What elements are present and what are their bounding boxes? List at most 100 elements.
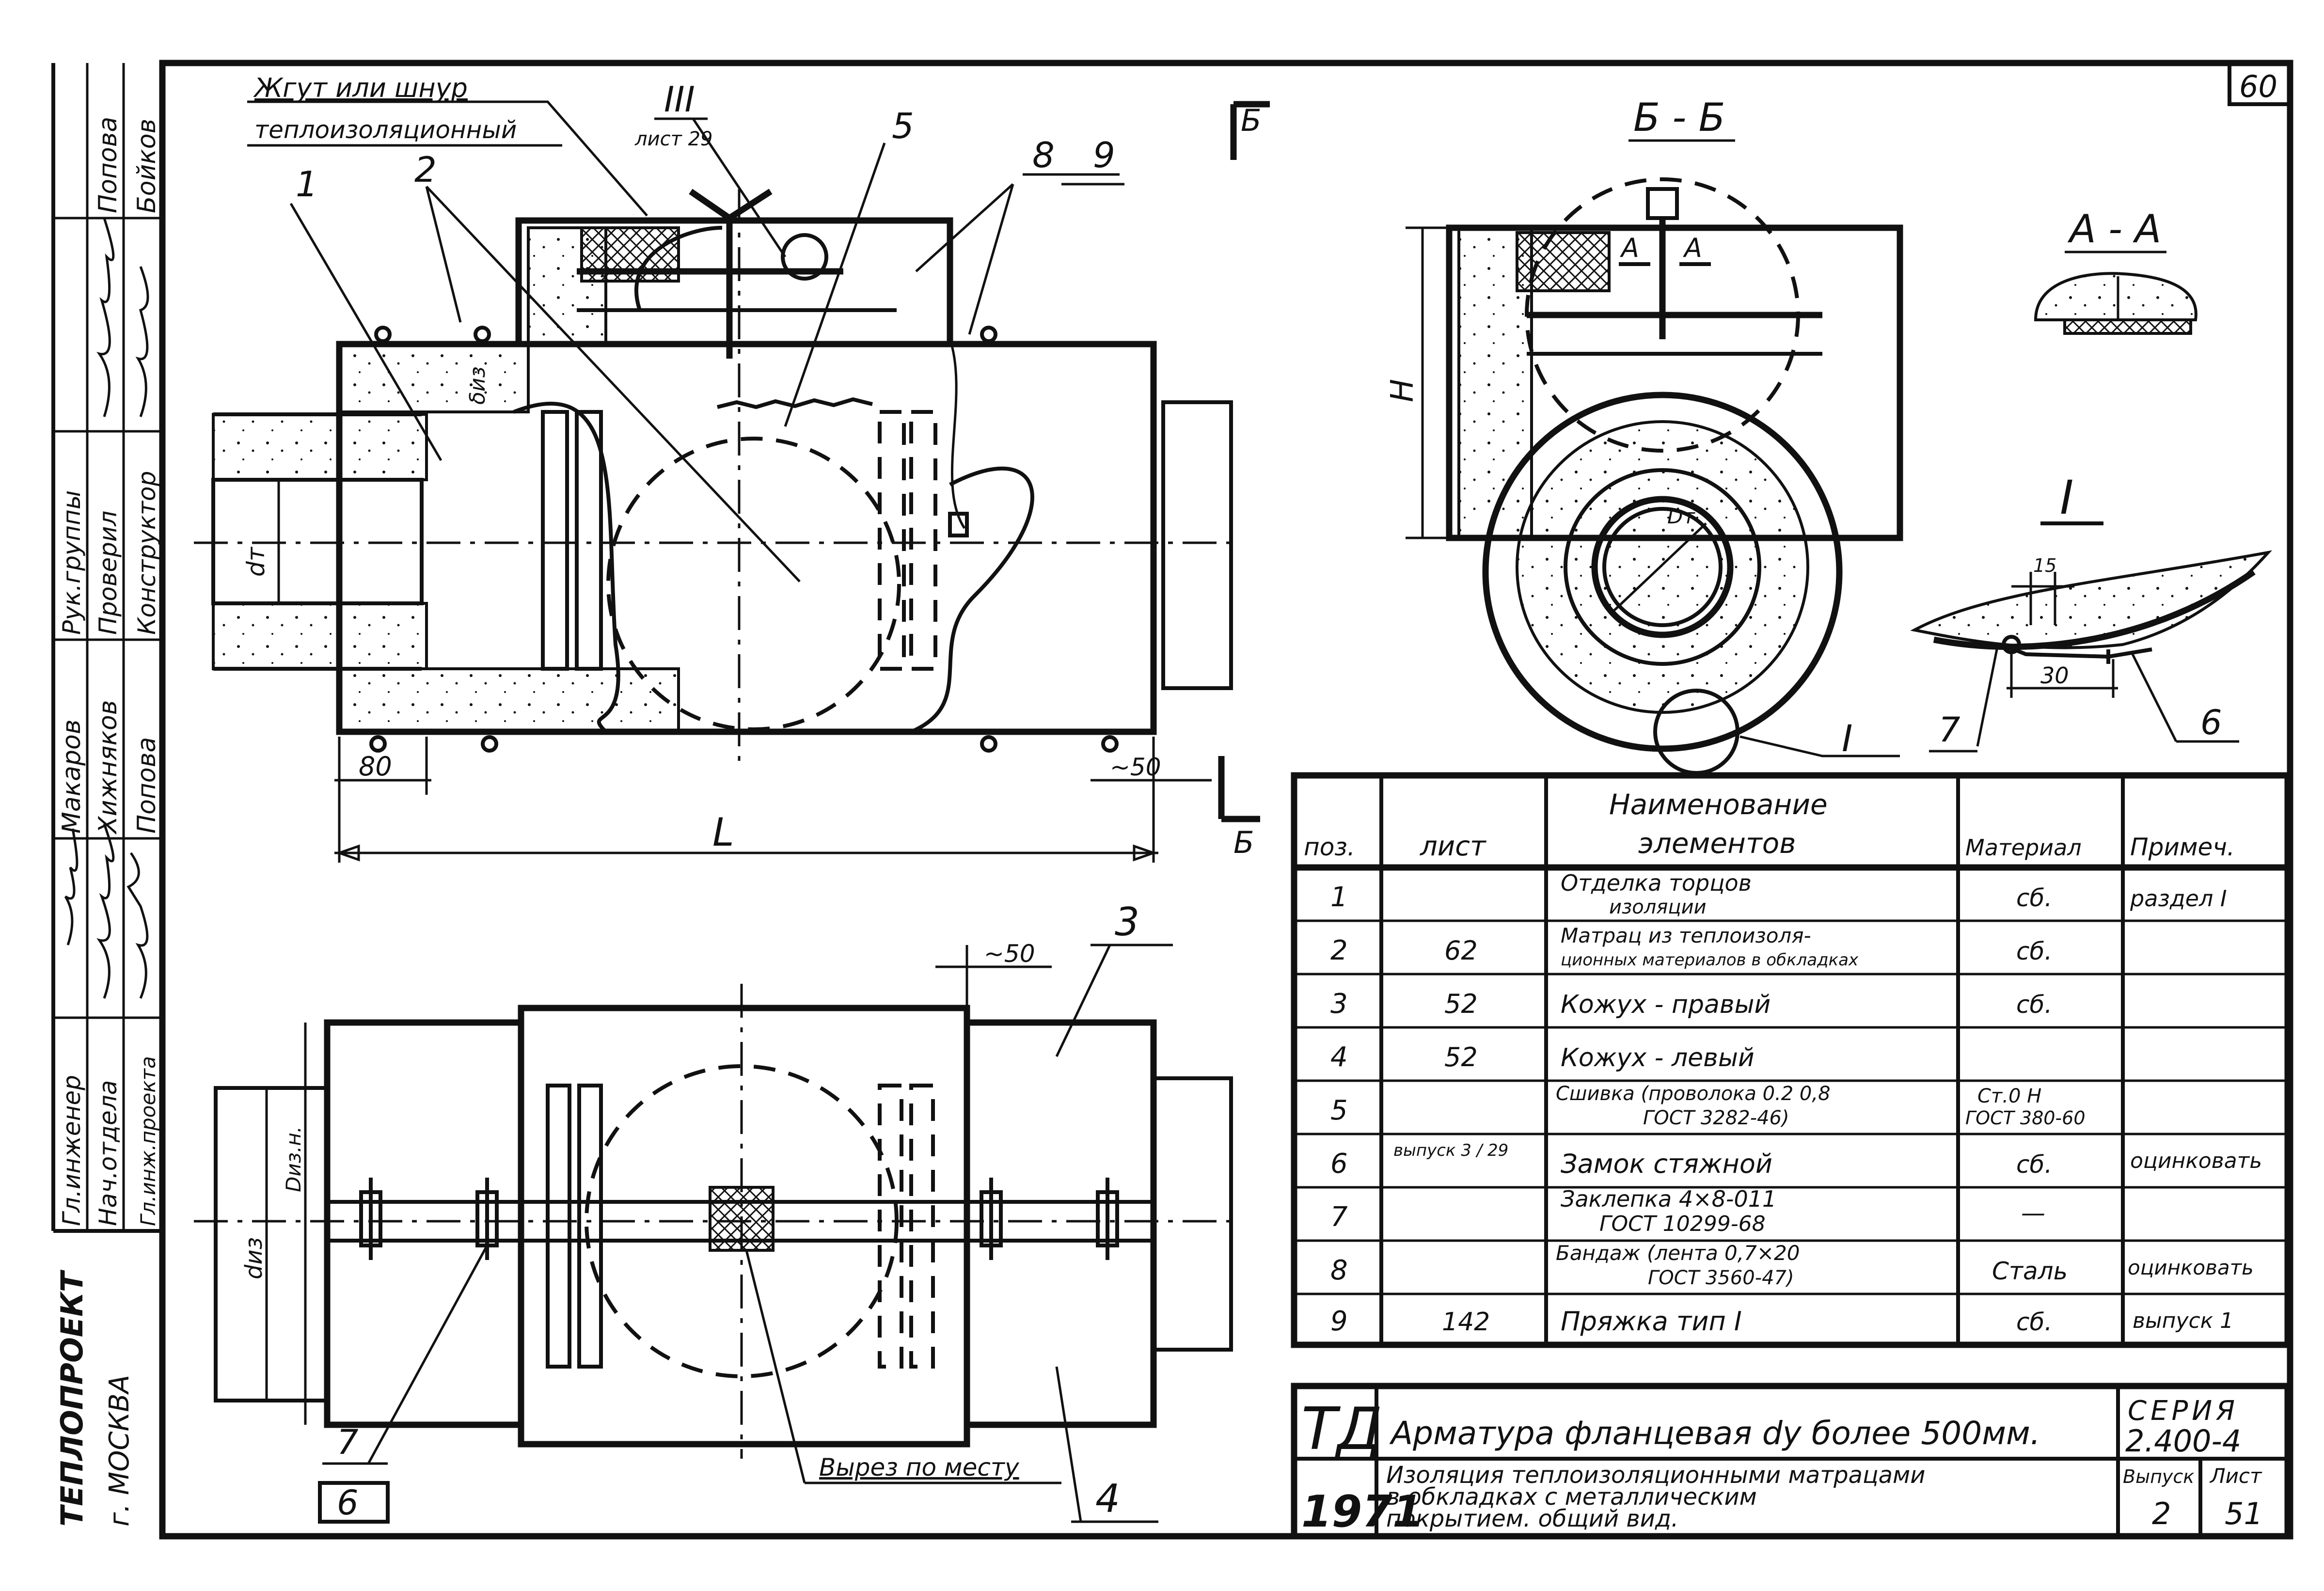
row-8-name1: Бандаж (лента 0,7×20: [1556, 1241, 1800, 1265]
row-6-pos: 6: [1330, 1148, 1348, 1180]
flange-left-inner: [575, 410, 603, 671]
signature-2: [96, 823, 115, 999]
section-mark-top: Б: [1241, 103, 1262, 138]
stamp-name-5: Бойков: [132, 119, 161, 213]
plan-flange-left-outer: [546, 1084, 571, 1369]
dim-length-L: L: [712, 810, 734, 855]
row-2-name2: ционных материалов в обкладках: [1561, 950, 1859, 970]
row-1-name2: изоляции: [1609, 896, 1707, 918]
row-7-name1: Заклепка 4×8-011: [1561, 1186, 1776, 1212]
row-7-pos: 7: [1330, 1201, 1348, 1233]
signature-5: [135, 266, 149, 417]
casing-bottom-insulation: [338, 667, 680, 733]
section-bb-a-mark-left: А: [1620, 233, 1639, 263]
pipe-insulation-bottom: [212, 602, 428, 670]
callout-8: 8: [1032, 135, 1055, 175]
row-2-name1: Матрац из теплоизоля-: [1561, 924, 1811, 947]
title-sub-3: покрытием. общий вид.: [1386, 1505, 1678, 1532]
detail-i-dim-15: 15: [2033, 555, 2056, 576]
row-3-material: сб.: [2016, 991, 2052, 1019]
table-row: 3 52 Кожух - правый сб.: [1330, 988, 2052, 1020]
row-2-material: сб.: [2016, 937, 2052, 965]
plan-dim-div: dиз: [240, 1237, 268, 1279]
row-7-material: —: [2021, 1199, 2045, 1227]
note-cord-line1: Жгут или шнур: [253, 73, 468, 103]
dim-50-main: ~50: [1110, 753, 1161, 781]
title-year: 1971: [1301, 1486, 1423, 1537]
row-1-pos: 1: [1330, 882, 1348, 913]
section-aa-strip: [2063, 318, 2192, 335]
row-9-material: сб.: [2016, 1308, 2052, 1336]
detail-iii-circle: [781, 233, 828, 281]
row-5-name1: Сшивка (проволока 0.2 0,8: [1556, 1083, 1831, 1105]
table-header-material: Материал: [1965, 835, 2082, 861]
signature-3: [126, 852, 149, 999]
section-bb-dim-H: H: [1385, 379, 1421, 402]
plan-casing-left: [324, 1019, 524, 1428]
detail-i-lock: [2001, 643, 2152, 664]
dim-insulation-thickness: δиз: [465, 366, 490, 405]
page-number: 60: [2239, 69, 2277, 104]
callout-1: 1: [296, 164, 318, 205]
table-row: 6 выпуск 3 / 29 Замок стяжной сб. оцинко…: [1330, 1141, 2262, 1180]
row-1-note: раздел I: [2130, 885, 2227, 912]
plan-callout-6: 6: [337, 1483, 359, 1523]
title-sub-2: в обкладках с металлическим: [1386, 1483, 1757, 1511]
row-3-sheet: 52: [1444, 989, 1478, 1019]
section-bb-insulation-ring: [1516, 420, 1809, 714]
issue-label: Выпуск: [2123, 1466, 2194, 1487]
flange-left-outer: [541, 410, 569, 671]
row-5-pos: 5: [1330, 1095, 1348, 1126]
section-bb-title: Б - Б: [1633, 95, 1725, 140]
row-3-name1: Кожух - правый: [1561, 990, 1771, 1019]
stamp-name-1: Макаров: [57, 720, 86, 834]
valve-stem: [689, 189, 773, 359]
detail-i-title: I: [2060, 471, 2073, 525]
issue-value: 2: [2152, 1496, 2171, 1531]
stamp-role-designer: Конструктор: [133, 471, 161, 635]
row-8-name2: ГОСТ 3560-47): [1648, 1267, 1794, 1289]
row-1-name1: Отделка торцов: [1561, 870, 1752, 896]
table-header-name-2: элементов: [1638, 827, 1796, 860]
row-7-name2: ГОСТ 10299-68: [1599, 1212, 1766, 1236]
table-header-note: Примеч.: [2130, 833, 2235, 861]
break-line-right: [910, 466, 1034, 734]
callout-5: 5: [892, 106, 914, 146]
plan-flange-right-outer: [878, 1084, 903, 1369]
plan-dim-50: ~50: [984, 940, 1035, 968]
valve-body-dashed: [606, 437, 901, 731]
plan-view: ~50 dиз Dиз.н. 3 4 7 6 Вырез по месту: [194, 899, 1241, 1524]
row-8-pos: 8: [1330, 1255, 1348, 1286]
stamp-role-chief-engineer: Гл.инженер: [58, 1075, 86, 1226]
section-bb-inner-ring: [1564, 468, 1761, 666]
series-value: 2.400-4: [2125, 1423, 2241, 1459]
stamp-name-4: Попова: [94, 117, 123, 213]
plan-dim-div-outer: Dиз.н.: [282, 1126, 305, 1192]
row-9-note: выпуск 1: [2133, 1308, 2233, 1333]
table-row: 7 Заклепка 4×8-011 ГОСТ 10299-68 —: [1330, 1186, 2045, 1236]
detail-ref-roman: III: [664, 79, 695, 120]
detail-i-callout-6: 6: [2200, 703, 2222, 742]
stamp-organization: ТЕПЛОПРОЕКТ: [54, 1269, 90, 1527]
plan-flange-left-inner: [577, 1084, 603, 1369]
section-bb-stem-cap: [1646, 187, 1679, 220]
section-aa-shape: [2034, 272, 2198, 321]
row-6-material: сб.: [2016, 1150, 2052, 1179]
row-6-name1: Замок стяжной: [1561, 1149, 1772, 1179]
stamp-role-project-engineer: Гл.инж.проекта: [136, 1056, 160, 1226]
section-bb-outer-casing: [1482, 392, 1843, 752]
flange-right-outer: [878, 410, 906, 671]
section-bb-a-mark-right: А: [1683, 233, 1702, 263]
stamp-role-department-head: Нач.отдела: [94, 1080, 122, 1226]
note-cord-line2: теплоизоляционный: [254, 116, 517, 144]
plan-flange-right-inner: [909, 1084, 935, 1369]
series-label: СЕРИЯ: [2128, 1395, 2239, 1427]
specification-table: поз. лист Наименование элементов Материа…: [1291, 772, 2291, 1348]
saw-cut: [717, 397, 873, 410]
callout-9: 9: [1093, 135, 1115, 175]
row-5-material: Ст.0 Н: [1977, 1085, 2041, 1107]
title-sub-1: Изоляция теплоизоляционными матрацами: [1386, 1462, 1925, 1489]
break-line-left: [513, 401, 620, 733]
row-4-sheet: 52: [1444, 1042, 1478, 1072]
